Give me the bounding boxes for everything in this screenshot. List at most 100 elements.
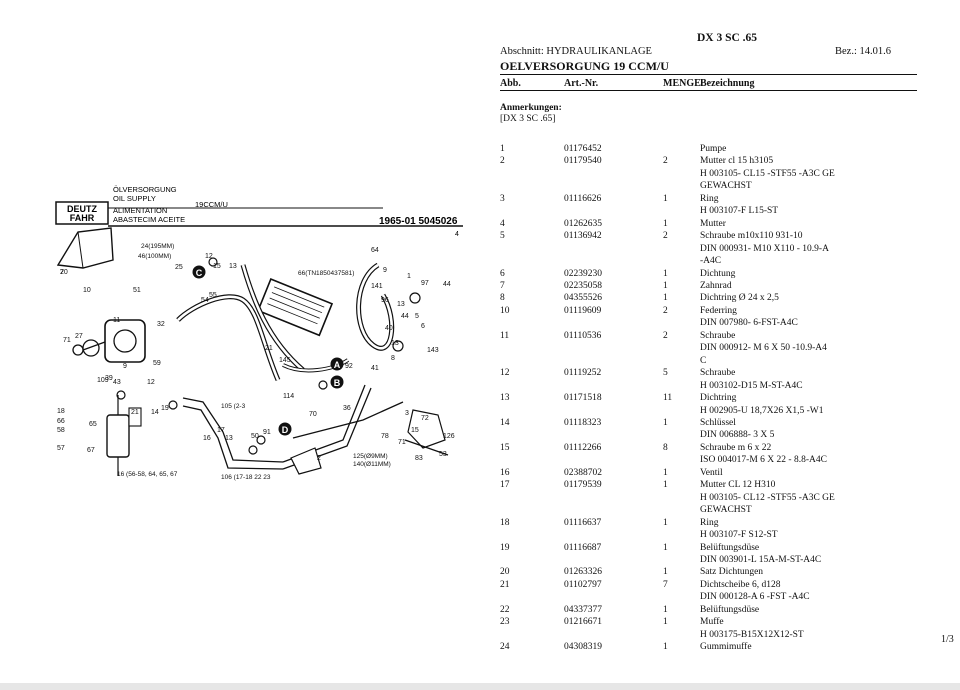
cell-art: 01119609 [564,305,602,316]
cell-art: 01116637 [564,517,602,528]
cell-qty: 2 [663,156,668,167]
cell-desc: Schlüssel DIN 006888- 3 X 5 [700,417,775,441]
cell-abb: 10 [500,305,510,316]
cell-abb: 20 [500,567,510,578]
cell-art: 02388702 [564,467,602,478]
part-number-label: 141 [371,283,383,290]
dim-66: 66(TN1850437581) [298,270,354,277]
part-number-label: 78 [381,433,389,440]
diagram-header: DEUTZ FAHR ÖLVERSORGUNG OIL SUPPLY ALIME… [55,185,463,238]
page-number: 1/3 [941,634,954,645]
part-number-label: 53 [439,451,447,458]
part-number-label: 50 [251,433,259,440]
part-number-label: 18 [57,408,65,415]
part-number-label: 39 [105,375,113,382]
fig-title-3: ALIMENTATION [113,206,167,215]
part-number-label: 91 [263,429,271,436]
svg-text:C: C [196,268,203,278]
part-number-label: 11 [113,317,120,324]
cell-art: 01176452 [564,144,602,154]
cell-abb: 13 [500,393,510,404]
header-rule [500,90,917,91]
col-bezeichnung: Bezeichnung [700,78,755,89]
title-rule [500,74,917,75]
bottom-edge [0,683,960,690]
cell-qty: 2 [663,330,668,341]
part-number-label: 12 [147,379,155,386]
part-number-label: 32 [157,321,165,328]
cell-desc: Ventil [700,467,723,478]
part-number-label: 143 [427,347,439,354]
part-number-label: 13 [229,263,237,270]
cell-art: 04355526 [564,293,602,304]
drawing-number: 1965-01 5045026 [379,216,458,227]
part-number-label: 15 [213,263,221,270]
cell-desc: Schraube DIN 000912- M 6 X 50 -10.9-A4 C [700,330,827,366]
cell-abb: 24 [500,642,510,653]
cell-qty: 1 [663,617,668,628]
dim-140: 140(Ø11MM) [353,461,391,468]
col-abb: Abb. [500,78,521,89]
part-number-label: 44 [401,313,409,320]
cell-abb: 4 [500,218,505,229]
cell-qty: 1 [663,218,668,229]
cell-qty: 1 [663,567,668,578]
svg-text:A: A [334,360,341,370]
dim-125: 125(Ø9MM) [353,453,388,460]
cell-qty: 2 [663,305,668,316]
callout-c: C [192,265,206,279]
cell-desc: Gummimuffe [700,642,752,653]
cell-qty: 1 [663,517,668,528]
cell-qty: 1 [663,467,668,478]
part-number-label: 96 [381,297,389,304]
part-number-label: 6 [421,323,425,330]
cell-desc: Satz Dichtungen [700,567,764,578]
cell-qty: 1 [663,293,668,304]
part-number-label: 83 [415,455,423,462]
cell-art: 02235058 [564,280,602,291]
part-number-label: 54 [201,297,209,304]
cell-qty: 1 [663,542,668,553]
cell-qty: 7 [663,579,668,590]
part-number-label: 12 [205,253,213,260]
svg-text:B: B [334,378,341,388]
cell-abb: 19 [500,542,510,553]
cell-desc: Mutter [700,218,726,229]
part-number-label: 27 [75,333,83,340]
part-number-label: 64 [371,247,379,254]
cell-abb: 5 [500,231,505,242]
callout-b: B [330,375,344,389]
cell-abb: 1 [500,144,505,154]
part-number-label: 71 [398,439,406,446]
cell-abb: 2 [500,156,505,167]
cell-abb: 6 [500,268,505,279]
part-number-label: 70 [309,411,317,418]
callout-a: A [330,357,344,371]
part-number-label: 9 [123,363,127,370]
cell-desc: Muffe H 003175-B15X12X12-ST [700,617,804,640]
cell-desc: Pumpe [700,144,727,154]
cell-art: 02239230 [564,268,602,279]
part-number-label: 145 [279,357,291,364]
part-number-label: 65 [89,421,97,428]
part-number-label: 71 [63,337,71,344]
cell-qty: 2 [663,231,668,242]
fig-title-2: OIL SUPPLY [113,194,156,203]
cell-art: 04337377 [564,604,602,615]
part-number-label: 13 [391,340,399,347]
cell-art: 01116626 [564,193,602,204]
part-number-label: 57 [57,445,65,452]
cell-qty: 11 [663,393,673,404]
